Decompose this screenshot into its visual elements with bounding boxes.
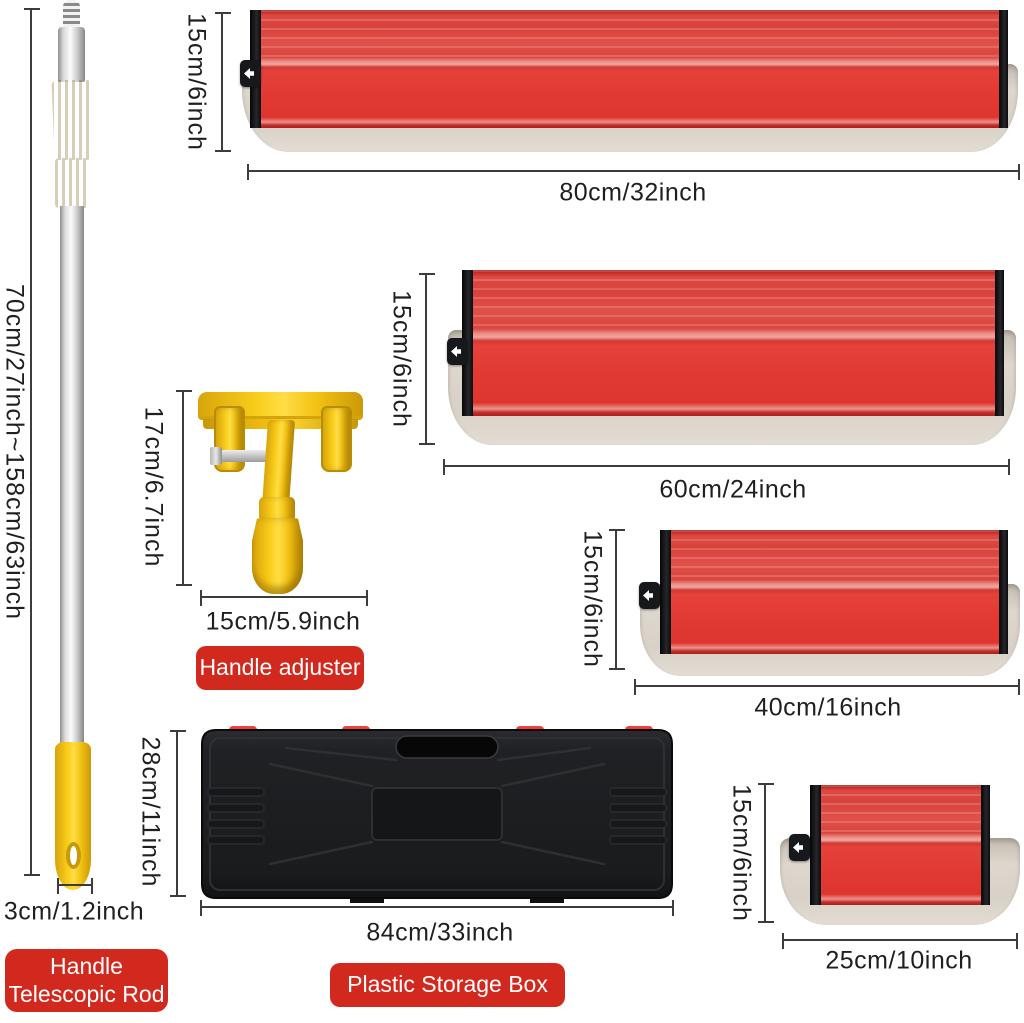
blade25-height-label: 15cm/6inch [727, 784, 756, 922]
adjuster-tag-text: Handle adjuster [199, 654, 361, 681]
box-width-dimension-line [200, 900, 674, 916]
plastic-storage-box [201, 726, 673, 903]
rod-tag-line1: Handle [50, 953, 123, 980]
adjuster-pivot-bolt [212, 450, 270, 462]
blade25-length-dimension-line [782, 933, 1018, 949]
rod-width-label: 3cm/1.2inch [3, 897, 145, 926]
blade-top-streaks [671, 530, 999, 583]
rod-grip [55, 742, 91, 890]
blade25-length-label: 25cm/10inch [825, 946, 973, 975]
adjuster-tag: Handle adjuster [196, 646, 364, 690]
blade40-height-label: 15cm/6inch [578, 530, 607, 668]
blade60-length-label: 60cm/24inch [659, 475, 807, 504]
box-height-dimension-line [170, 730, 186, 897]
adjuster-height-label: 17cm/6.7inch [139, 406, 168, 568]
rod-locking-sleeve [55, 158, 89, 208]
blade-top-streaks [821, 785, 981, 836]
adjuster-height-dimension-line [176, 390, 192, 586]
rod-length-label: 70cm/27inch~158cm/63inch [0, 284, 29, 620]
blade-top-streaks [473, 270, 995, 332]
blade40-length-label: 40cm/16inch [754, 693, 902, 722]
blade40-length-dimension-line [634, 679, 1020, 695]
blade60-height-dimension-line [419, 273, 435, 445]
blade80-length-label: 80cm/32inch [559, 178, 707, 207]
hang-tab-icon [447, 338, 468, 365]
blade-top-streaks [261, 10, 999, 60]
rod-tag: Handle Telescopic Rod [5, 949, 168, 1012]
blade-red-body [810, 785, 990, 905]
blade25-height-dimension-line [758, 783, 774, 923]
box-foot [350, 898, 384, 903]
adjuster-socket-collar [259, 497, 295, 521]
rod-tag-line2: Telescopic Rod [8, 980, 165, 1007]
box-foot [530, 898, 564, 903]
rod-metal-collar [58, 27, 85, 82]
blade-red-body [462, 270, 1004, 416]
rod-thread-tip [63, 0, 80, 30]
hang-tab-icon [789, 834, 810, 861]
box-side-vents [207, 787, 667, 845]
adjuster-width-label: 15cm/5.9inch [205, 607, 361, 636]
box-center-panel [371, 787, 503, 841]
hang-tab-icon [240, 60, 261, 87]
box-molded-pattern [268, 746, 606, 866]
rod-width-dimension-line [57, 878, 93, 894]
rod-locking-cone [51, 80, 93, 160]
adjuster-width-dimension-line [200, 590, 368, 606]
blade-red-body [250, 10, 1008, 128]
adjuster-bolt-nut [210, 447, 222, 465]
adjuster-clip-right [321, 406, 352, 472]
rod-length-dimension-line [24, 8, 40, 876]
hang-tab-icon [639, 582, 660, 609]
blade80-length-dimension-line [247, 164, 1020, 180]
box-width-label: 84cm/33inch [366, 918, 514, 947]
box-tag-text: Plastic Storage Box [347, 971, 548, 998]
blade60-length-dimension-line [443, 459, 1010, 475]
box-handle-slot [395, 735, 499, 759]
adjuster-stem [261, 420, 296, 506]
rod-pole [60, 206, 84, 746]
box-tag: Plastic Storage Box [330, 963, 565, 1007]
box-height-label: 28cm/11inch [136, 736, 165, 888]
rod-hang-hole [66, 842, 81, 869]
blade40-height-dimension-line [609, 529, 625, 670]
blade60-height-label: 15cm/6inch [387, 290, 416, 428]
adjuster-socket-cone [252, 518, 303, 594]
blade80-height-label: 15cm/6inch [182, 13, 211, 151]
blade-red-body [660, 530, 1008, 654]
blade80-height-dimension-line [215, 12, 231, 152]
